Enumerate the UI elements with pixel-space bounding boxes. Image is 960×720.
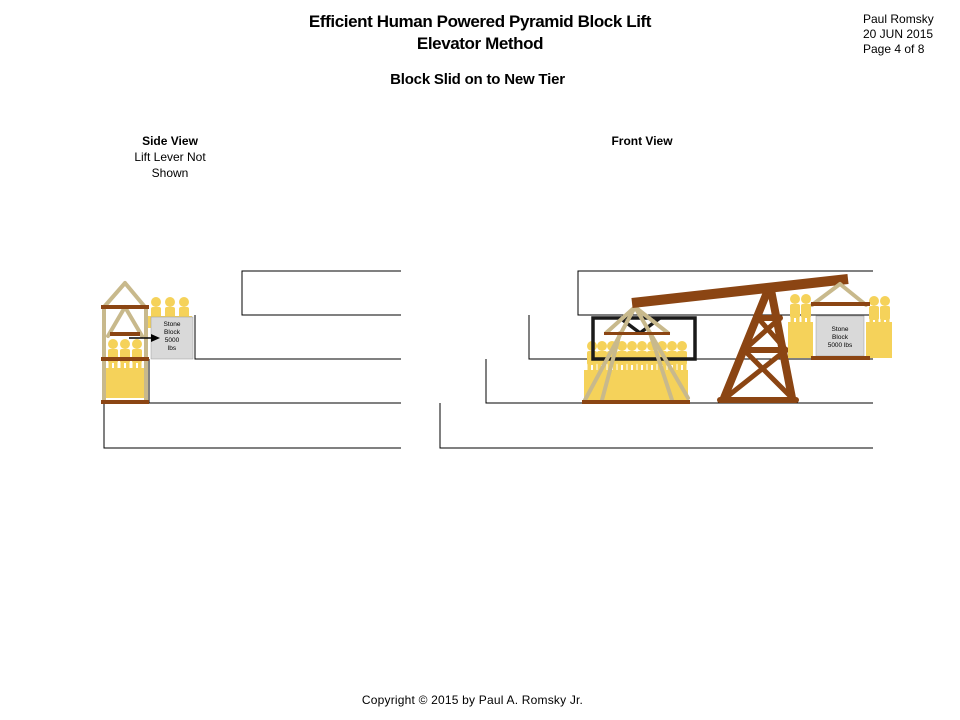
lift-lever-tower bbox=[717, 286, 799, 403]
side-block-label-2: Block bbox=[164, 329, 181, 336]
author-block: Paul Romsky 20 JUN 2015 Page 4 of 8 bbox=[863, 12, 934, 57]
front-view-elevator bbox=[582, 305, 697, 404]
lift-lever-beam bbox=[631, 274, 849, 308]
copyright-footer: Copyright © 2015 by Paul A. Romsky Jr. bbox=[361, 693, 584, 707]
side-view-heading: Side View bbox=[142, 134, 198, 148]
front-view-workers-right bbox=[788, 294, 892, 358]
front-view-label: Front View bbox=[572, 133, 712, 149]
diagram-title: Efficient Human Powered Pyramid Block Li… bbox=[0, 11, 960, 55]
side-view-elevator-frame bbox=[102, 281, 148, 404]
front-block-label-2: Block bbox=[832, 334, 849, 341]
side-block-label-3: 5000 bbox=[165, 337, 180, 344]
front-view-heading: Front View bbox=[611, 134, 673, 148]
page-number: Page 4 of 8 bbox=[863, 42, 925, 56]
front-view-right-frame bbox=[810, 282, 868, 307]
side-view-timbers bbox=[101, 305, 149, 404]
slide-arrow bbox=[129, 334, 160, 342]
diagram-subtitle: Block Slid on to New Tier bbox=[390, 71, 565, 88]
title-line-2: Elevator Method bbox=[416, 34, 544, 53]
side-block-label-4: lbs bbox=[168, 345, 177, 352]
side-view-steps bbox=[103, 270, 401, 449]
front-block-label-3: 5000 lbs bbox=[828, 342, 853, 349]
side-view-label: Side View Lift Lever Not Shown bbox=[100, 133, 240, 181]
title-line-1: Efficient Human Powered Pyramid Block Li… bbox=[308, 12, 652, 31]
front-block-label-1: Stone bbox=[832, 326, 849, 333]
front-view-stone-block: Stone Block 5000 lbs bbox=[811, 302, 870, 360]
side-view-note-line-2: Shown bbox=[151, 166, 189, 180]
side-block-label-1: Stone bbox=[164, 321, 181, 328]
author-date: 20 JUN 2015 bbox=[863, 27, 934, 41]
author-name: Paul Romsky bbox=[863, 12, 934, 26]
side-view-note-line-1: Lift Lever Not bbox=[134, 150, 206, 164]
